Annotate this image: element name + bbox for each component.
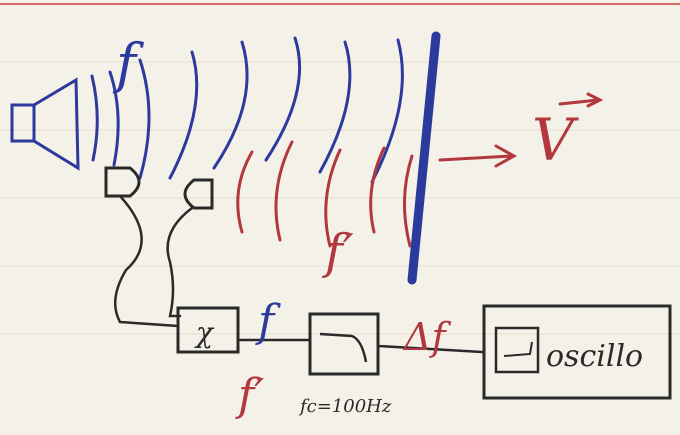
oscilloscope-label: oscillo xyxy=(546,339,643,374)
delta-f-label: Δf xyxy=(402,315,451,359)
oscilloscope-trace-icon xyxy=(504,342,532,356)
reflected-frequency-label: f′ xyxy=(322,224,354,280)
mixer-symbol: χ xyxy=(194,316,215,349)
loudspeaker-icon xyxy=(12,80,78,168)
emitted-frequency-label: f xyxy=(112,32,144,95)
moving-reflector xyxy=(412,36,436,280)
receiver-transducer-icon xyxy=(185,180,212,208)
velocity-label: V xyxy=(532,106,579,174)
lowpass-response-icon xyxy=(320,334,366,362)
oscilloscope-screen-icon xyxy=(496,328,538,372)
cutoff-label: fc=100Hz xyxy=(298,396,392,417)
lowpass-filter-block xyxy=(310,314,378,374)
mixer-input-fprime-label: f′ xyxy=(235,370,264,421)
emitter-transducer-icon xyxy=(106,168,139,196)
